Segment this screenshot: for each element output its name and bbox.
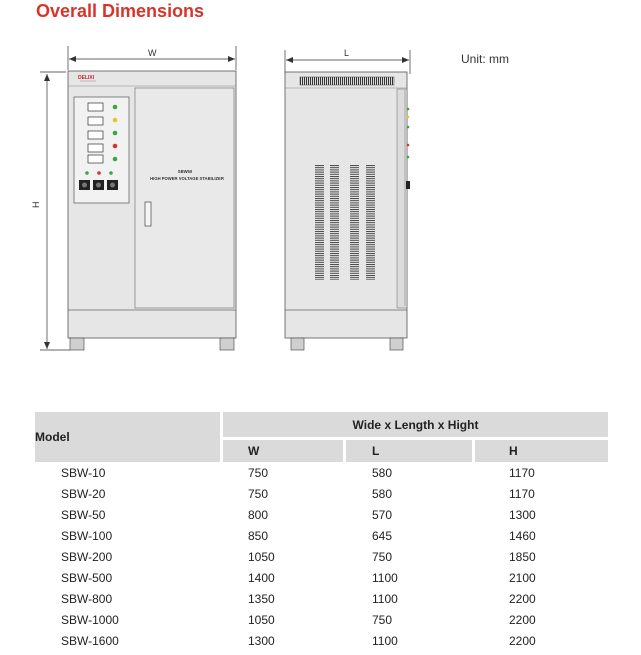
height-dimension-label: H — [31, 202, 41, 209]
table-row: SBW-10 750 580 1170 — [35, 462, 608, 483]
height-cell: 2200 — [509, 591, 536, 606]
table-row: SBW-100 850 645 1460 — [35, 525, 608, 546]
front-door — [134, 87, 235, 309]
height-column-header: H — [475, 440, 608, 462]
width-dimension-label: W — [148, 48, 157, 58]
table-row: SBW-1600 1300 1100 2200 — [35, 630, 608, 651]
height-cell: 1460 — [509, 528, 536, 543]
length-cell: 580 — [372, 486, 393, 501]
stabilizer-label-text: HIGH POWER VOLTAGE STABILIZER — [150, 176, 224, 181]
dimensions-group-header: Wide x Length x Hight — [223, 412, 608, 440]
model-cell: SBW-200 — [61, 549, 113, 564]
length-cell: 750 — [372, 612, 393, 627]
indicator-led-icons — [85, 104, 118, 175]
length-cell: 645 — [372, 528, 393, 543]
width-cell: 750 — [248, 486, 269, 501]
side-cabinet — [284, 71, 408, 339]
meter-icons — [87, 102, 104, 164]
door-handle-icon — [144, 201, 152, 227]
table-row: SBW-800 1350 1100 2200 — [35, 588, 608, 609]
length-cell: 1100 — [372, 570, 398, 585]
width-cell: 750 — [248, 465, 269, 480]
side-indicator-icons — [406, 107, 410, 189]
brand-logo: DELIXI — [78, 75, 95, 81]
width-cell: 1050 — [248, 612, 275, 627]
height-cell: 1170 — [509, 486, 535, 501]
table-row: SBW-50 800 570 1300 — [35, 504, 608, 525]
side-vent-grilles — [315, 165, 375, 280]
model-cell: SBW-10 — [61, 465, 106, 480]
height-cell: 2200 — [509, 612, 536, 627]
side-view: L — [284, 48, 411, 351]
model-cell: SBW-50 — [61, 507, 106, 522]
unit-note: Unit: mm — [461, 52, 509, 66]
length-cell: 580 — [372, 465, 393, 480]
length-cell: 1100 — [372, 591, 398, 606]
model-plate-text: SBW50 — [178, 169, 193, 174]
width-column-header: W — [223, 440, 346, 462]
dimensions-table: Model Wide x Length x Hight W L H SBW-10… — [35, 412, 608, 651]
table-row: SBW-500 1400 1100 2100 — [35, 567, 608, 588]
length-column-header: L — [346, 440, 475, 462]
model-cell: SBW-800 — [61, 591, 113, 606]
model-cell: SBW-500 — [61, 570, 113, 585]
model-cell: SBW-20 — [61, 486, 106, 501]
page-title: Overall Dimensions — [36, 1, 205, 21]
width-cell: 850 — [248, 528, 269, 543]
model-cell: SBW-100 — [61, 528, 113, 543]
height-cell: 1170 — [509, 465, 535, 480]
width-cell: 1350 — [248, 591, 275, 606]
selector-switch-icons — [79, 180, 118, 190]
front-view: W H DELIXI — [31, 46, 237, 351]
height-cell: 2200 — [509, 633, 536, 648]
width-cell: 1400 — [248, 570, 275, 585]
model-column-header: Model — [35, 412, 223, 462]
model-cell: SBW-1000 — [61, 612, 119, 627]
table-row: SBW-200 1050 750 1850 — [35, 546, 608, 567]
length-cell: 750 — [372, 549, 393, 564]
width-cell: 1050 — [248, 549, 275, 564]
height-cell: 2100 — [509, 570, 536, 585]
length-cell: 570 — [372, 507, 393, 522]
table-row: SBW-20 750 580 1170 — [35, 483, 608, 504]
width-cell: 1300 — [248, 633, 275, 648]
dimension-drawing: W H DELIXI — [31, 46, 411, 351]
length-cell: 1100 — [372, 633, 398, 648]
width-cell: 800 — [248, 507, 269, 522]
length-dimension-label: L — [344, 48, 349, 58]
height-cell: 1850 — [509, 549, 536, 564]
top-vent — [299, 76, 395, 86]
height-cell: 1300 — [509, 507, 536, 522]
table-row: SBW-1000 1050 750 2200 — [35, 609, 608, 630]
model-cell: SBW-1600 — [61, 633, 119, 648]
